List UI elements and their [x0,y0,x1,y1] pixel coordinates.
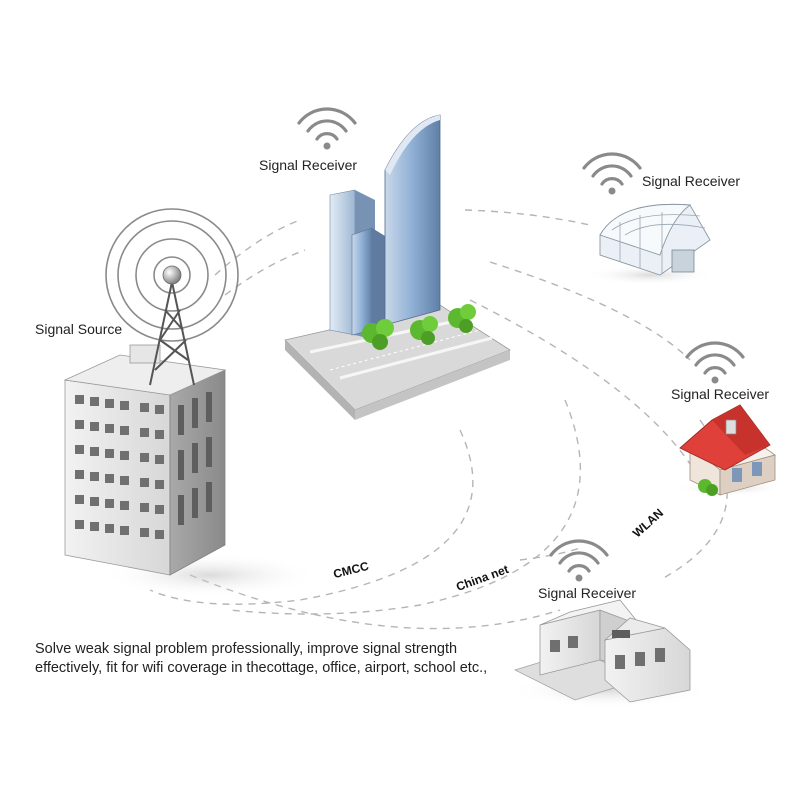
description-text: Solve weak signal problem professionally… [35,641,488,676]
office-tower-icon [284,114,511,420]
signal-source-building [63,344,320,597]
wifi-icon [549,539,609,582]
signal-receiver-label-greenhouse: Signal Receiver [642,173,741,189]
signal-source-label: Signal Source [35,321,123,337]
signal-receiver-label-house: Signal Receiver [671,386,770,402]
link-greenhouse [464,209,591,226]
link-house-arc [489,261,691,361]
wifi-icon [582,152,642,195]
signal-receiver-label-tower: Signal Receiver [259,157,358,173]
wifi-icon [297,107,357,150]
link-villa-line [519,547,581,561]
greenhouse-icon [585,203,715,285]
link-cmcc-arc [149,429,474,605]
house-icon [675,404,785,496]
signal-receiver-label-villa: Signal Receiver [538,585,637,601]
signal-tower-icon [105,208,239,386]
plant-cluster [362,304,476,350]
villa-icon [510,599,710,708]
link-tower-2 [224,249,306,296]
link-tower [214,219,301,276]
wifi-icon [685,341,745,384]
link-chinanet-arc [229,399,581,615]
link-house-arc-2 [469,299,701,481]
